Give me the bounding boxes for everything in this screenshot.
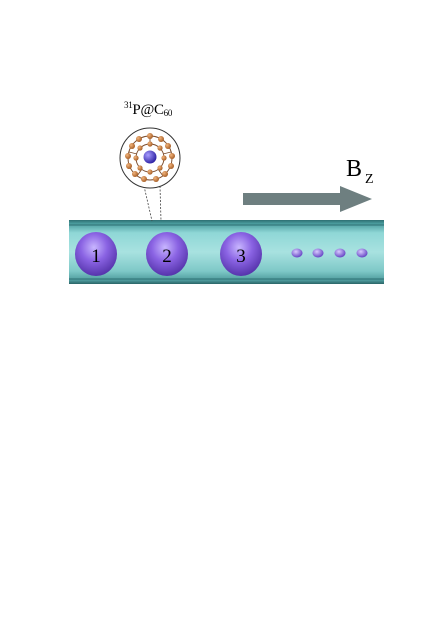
molecule-label: 31P@C60 [124,100,173,118]
qubit-sphere-1 [75,232,117,276]
qubit-label-3: 3 [236,246,246,267]
zoom-connector [143,185,162,222]
phosphorus-atom [143,150,157,164]
field-arrow [243,186,372,212]
carbon-atoms [125,133,175,182]
qubit-label-2: 2 [162,246,172,267]
fullerene-inset [119,127,181,189]
qubit-label-1: 1 [91,246,101,267]
ellipsis-spheres [291,248,368,258]
qubit-sphere-3 [220,232,262,276]
qubit-sphere-2 [146,232,188,276]
